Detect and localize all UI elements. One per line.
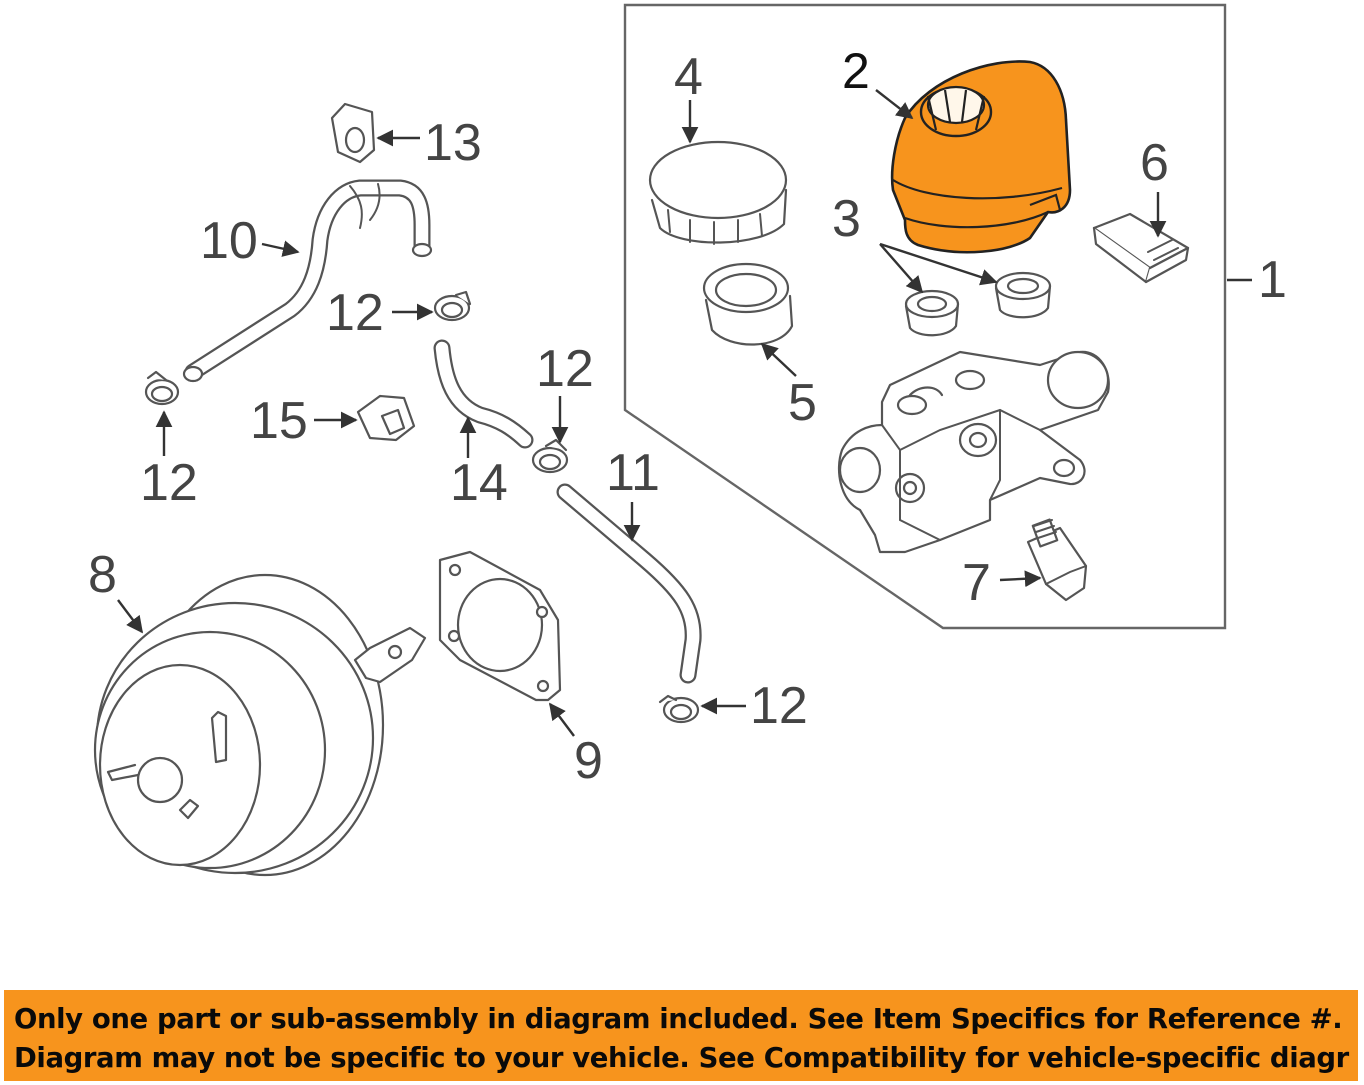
vacuum-hose-11[interactable] xyxy=(556,483,702,684)
callout-12-left: 12 xyxy=(140,454,198,512)
callout-13: 13 xyxy=(424,114,482,172)
vacuum-hose-14[interactable] xyxy=(433,339,534,449)
callout-10: 10 xyxy=(200,212,258,270)
disclaimer-banner: Only one part or sub-assembly in diagram… xyxy=(4,990,1358,1081)
callout-12-top: 12 xyxy=(326,284,384,342)
leader-8 xyxy=(117,599,144,634)
reservoir-cap[interactable] xyxy=(648,140,788,245)
callout-1: 1 xyxy=(1258,251,1287,309)
hose-clamp-mid[interactable] xyxy=(531,438,569,474)
callout-7: 7 xyxy=(962,554,991,612)
callout-14: 14 xyxy=(450,454,508,512)
hose-clamp-top[interactable] xyxy=(433,290,472,322)
grommet-left[interactable] xyxy=(904,289,960,337)
assembly-box xyxy=(623,3,1227,630)
pressure-switch[interactable] xyxy=(1026,518,1088,602)
sensor-connector[interactable] xyxy=(1092,212,1190,284)
leader-3a xyxy=(879,243,924,294)
hose-clip-13[interactable] xyxy=(330,102,376,164)
hose-clamp-left[interactable] xyxy=(144,370,180,406)
booster-gasket[interactable] xyxy=(438,550,562,702)
callout-5: 5 xyxy=(788,374,817,432)
callout-4: 4 xyxy=(674,48,703,106)
bracket-15[interactable] xyxy=(356,394,416,442)
leader-5 xyxy=(760,342,797,377)
leader-2 xyxy=(875,89,914,120)
leader-10 xyxy=(261,240,300,257)
callout-9: 9 xyxy=(574,732,603,790)
callout-12-bottom: 12 xyxy=(750,677,808,735)
leader-3b xyxy=(879,242,998,286)
callout-8: 8 xyxy=(88,546,117,604)
reservoir-highlighted[interactable] xyxy=(890,60,1072,254)
vacuum-hose-10[interactable] xyxy=(182,179,433,383)
callout-2: 2 xyxy=(842,43,870,99)
callout-15: 15 xyxy=(250,392,308,450)
leader-9 xyxy=(548,702,575,737)
master-cylinder-body[interactable] xyxy=(838,350,1110,554)
callout-6: 6 xyxy=(1140,134,1169,192)
hose-clamp-bottom[interactable] xyxy=(658,694,700,724)
disclaimer-line-1: Only one part or sub-assembly in diagram… xyxy=(14,1003,1343,1035)
reservoir-seal[interactable] xyxy=(702,262,794,346)
parts-diagram: 1 2 3 4 5 6 7 8 9 10 11 12 12 12 12 13 1… xyxy=(88,3,1287,877)
callout-12-mid: 12 xyxy=(536,340,594,398)
leader-7 xyxy=(999,570,1042,588)
callout-11: 11 xyxy=(606,444,660,502)
brake-booster[interactable] xyxy=(93,573,427,877)
disclaimer-line-2: Diagram may not be specific to your vehi… xyxy=(14,1042,1350,1074)
callout-3: 3 xyxy=(832,190,861,248)
grommet-right[interactable] xyxy=(994,271,1052,319)
